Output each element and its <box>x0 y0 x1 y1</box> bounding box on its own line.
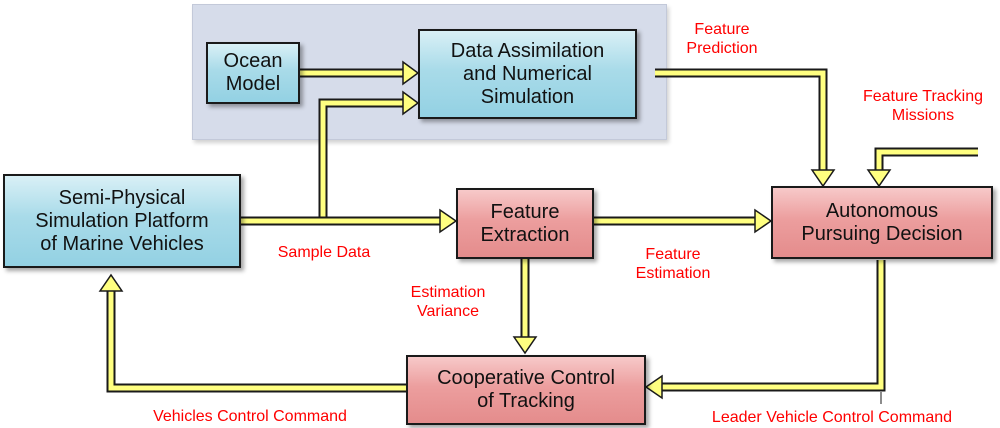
data-assimilation-box: Data Assimilation and Numerical Simulati… <box>418 29 637 119</box>
label-leader-vehicle-control-command: Leader Vehicle Control Command <box>711 409 953 426</box>
cooperative-control-box: Cooperative Control of Tracking <box>406 355 646 425</box>
label-vehicles-control-command: Vehicles Control Command <box>153 408 347 425</box>
arrow-prediction-to-decision <box>655 68 828 172</box>
feature-extraction-box: Feature Extraction <box>456 188 594 259</box>
label-estimation-variance: Estimation Variance <box>410 284 486 320</box>
arrow-sample-to-assimilation <box>318 98 405 221</box>
arrow-control-to-platform <box>106 289 406 393</box>
label-sample-data: Sample Data <box>277 244 371 261</box>
label-feature-estimation: Feature Estimation <box>635 246 711 282</box>
arrow-missions-to-decision <box>874 147 978 172</box>
ocean-model-box: Ocean Model <box>206 42 300 104</box>
autonomous-decision-box: Autonomous Pursuing Decision <box>771 186 993 259</box>
semi-physical-platform-box: Semi-Physical Simulation Platform of Mar… <box>3 174 241 268</box>
label-feature-tracking-missions: Feature Tracking Missions <box>862 88 984 124</box>
label-feature-prediction: Feature Prediction <box>686 21 758 57</box>
